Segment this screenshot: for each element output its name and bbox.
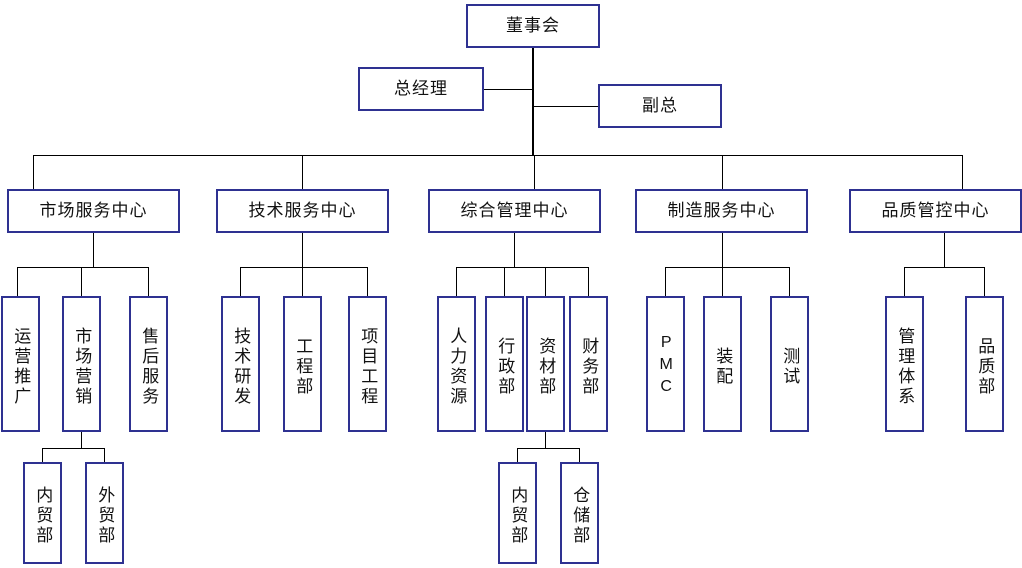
connector-center-drop-2: [302, 155, 303, 189]
connector-manufacturing-bus: [665, 267, 789, 268]
connector-center-drop-5: [962, 155, 963, 189]
connector-administration-drop-4: [588, 267, 589, 296]
connector-technology-bus: [240, 267, 367, 268]
node-materials-department[interactable]: 资材部: [526, 296, 565, 432]
connector-market-stem: [93, 233, 94, 267]
node-general-manager[interactable]: 总经理: [358, 67, 484, 111]
connector-market-drop-3: [148, 267, 149, 296]
node-administration-department[interactable]: 行政部: [485, 296, 524, 432]
node-human-resources[interactable]: 人力资源: [437, 296, 476, 432]
connector-marketing-bus: [42, 448, 104, 449]
connector-marketing-drop-1: [42, 448, 43, 462]
connector-marketing-drop-2: [104, 448, 105, 462]
connector-market-bus: [17, 267, 148, 268]
connector-materials-drop-2: [579, 448, 580, 462]
connector-gm-link: [484, 89, 534, 90]
node-vice-president[interactable]: 副总: [598, 84, 722, 128]
connector-manufacturing-stem: [722, 233, 723, 267]
node-project-engineering[interactable]: 项目工程: [348, 296, 387, 432]
node-operations-promotion[interactable]: 运营推广: [1, 296, 40, 432]
node-board[interactable]: 董事会: [466, 4, 600, 48]
connector-center-drop-1: [33, 155, 34, 189]
connector-administration-drop-1: [456, 267, 457, 296]
connector-marketing-stem: [81, 432, 82, 448]
connector-manufacturing-drop-2: [722, 267, 723, 296]
connector-market-drop-1: [17, 267, 18, 296]
node-center-technology[interactable]: 技术服务中心: [216, 189, 389, 233]
node-pmc[interactable]: PMC: [646, 296, 685, 432]
connector-administration-stem: [514, 233, 515, 267]
node-center-manufacturing[interactable]: 制造服务中心: [635, 189, 808, 233]
node-technology-rd[interactable]: 技术研发: [221, 296, 260, 432]
connector-center-drop-3: [534, 155, 535, 189]
node-after-sales-service[interactable]: 售后服务: [129, 296, 168, 432]
connector-materials-bus: [517, 448, 579, 449]
node-center-market[interactable]: 市场服务中心: [7, 189, 180, 233]
node-engineering-department[interactable]: 工程部: [283, 296, 322, 432]
connector-administration-drop-2: [504, 267, 505, 296]
node-management-system[interactable]: 管理体系: [885, 296, 924, 432]
connector-manufacturing-drop-3: [789, 267, 790, 296]
node-finance-department[interactable]: 财务部: [569, 296, 608, 432]
connector-centers-bus: [33, 155, 962, 156]
connector-quality-bus: [904, 267, 984, 268]
connector-materials-drop-1: [517, 448, 518, 462]
connector-vp-link: [533, 106, 598, 107]
node-center-quality[interactable]: 品质管控中心: [849, 189, 1022, 233]
node-domestic-trade-materials[interactable]: 内贸部: [498, 462, 537, 564]
connector-technology-stem: [302, 233, 303, 267]
node-assembly[interactable]: 装配: [703, 296, 742, 432]
node-testing[interactable]: 测试: [770, 296, 809, 432]
connector-quality-drop-1: [904, 267, 905, 296]
connector-manufacturing-drop-1: [665, 267, 666, 296]
node-quality-department[interactable]: 品质部: [965, 296, 1004, 432]
node-domestic-trade-market[interactable]: 内贸部: [23, 462, 62, 564]
connector-technology-drop-3: [367, 267, 368, 296]
connector-materials-stem: [545, 432, 546, 448]
node-market-marketing[interactable]: 市场营销: [62, 296, 101, 432]
connector-administration-bus: [456, 267, 588, 268]
connector-technology-drop-2: [302, 267, 303, 296]
connector-board-stem: [532, 48, 534, 155]
connector-quality-stem: [944, 233, 945, 267]
node-warehouse-department[interactable]: 仓储部: [560, 462, 599, 564]
node-center-administration[interactable]: 综合管理中心: [428, 189, 601, 233]
connector-technology-drop-1: [240, 267, 241, 296]
connector-quality-drop-2: [984, 267, 985, 296]
node-foreign-trade[interactable]: 外贸部: [85, 462, 124, 564]
connector-administration-drop-3: [545, 267, 546, 296]
connector-market-drop-2: [81, 267, 82, 296]
connector-center-drop-4: [722, 155, 723, 189]
